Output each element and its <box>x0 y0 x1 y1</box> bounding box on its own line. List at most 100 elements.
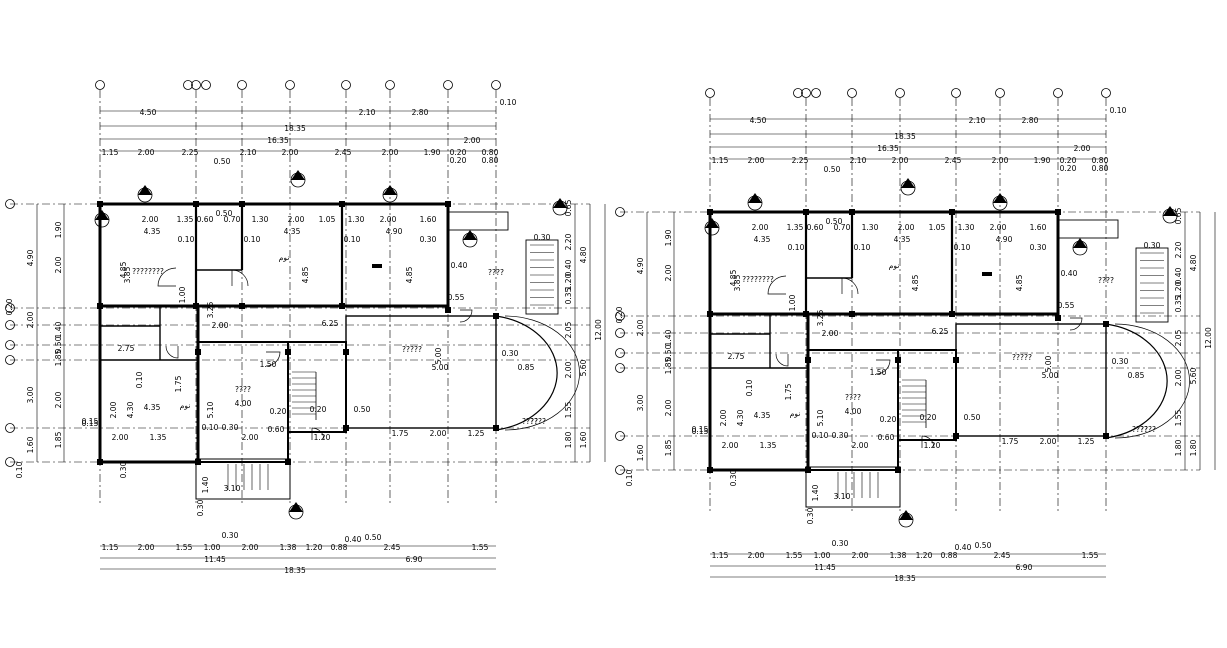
dimension-label: 4.50 <box>140 108 157 117</box>
column-pillar <box>97 201 103 207</box>
room-label: ???????? <box>742 275 774 284</box>
room-label: 2.00 <box>752 223 769 232</box>
dimension-label: 1.85 <box>54 431 63 448</box>
room-label: 6.25 <box>322 319 339 328</box>
room-label: 1.00 <box>788 294 797 311</box>
grid-bubble <box>615 431 625 441</box>
section-marker-arrow <box>1163 206 1177 216</box>
door-swing <box>157 267 177 287</box>
room-dining: 4.005.10????0.200.60 <box>206 385 287 434</box>
dimension-label: 1.90 <box>54 221 63 238</box>
grid-bubble <box>5 423 15 433</box>
room-label: 4.35 <box>284 227 301 236</box>
room-label: 1.75 <box>1002 437 1019 446</box>
dimension-label: 1.20 <box>916 551 933 560</box>
dimension-label: 0.80 <box>1092 156 1109 165</box>
dimension-label: 0.10 <box>625 469 634 486</box>
room-label: 4.35 <box>754 411 771 420</box>
grid-bubble <box>615 348 625 358</box>
dimension-label: 1.38 <box>280 543 297 552</box>
grid-bubble <box>801 88 811 98</box>
dimension-label: 2.00 <box>1074 144 1091 153</box>
dimension-label: 12.00 <box>594 319 603 341</box>
column-pillar <box>339 201 345 207</box>
fixture-symbol <box>372 264 382 268</box>
grid-bubble <box>201 80 211 90</box>
dimension-label: 0.15 <box>82 417 99 426</box>
grid-bubble <box>5 457 15 467</box>
grid-bubble <box>1053 88 1063 98</box>
room-label: ???? <box>845 393 861 402</box>
stair-label: 3.10 <box>224 484 241 493</box>
dimension-label: 1.60 <box>636 444 645 461</box>
misc-label: 0.40 <box>451 261 468 270</box>
column-pillar <box>285 459 291 465</box>
misc-label: 0.85 <box>518 363 535 372</box>
dimension-label: 2.00 <box>564 361 573 378</box>
misc-label: 0.55 <box>1058 301 1075 310</box>
dimension-label: 2.45 <box>945 156 962 165</box>
grid-bubble <box>951 88 961 98</box>
dimension-label: 2.10 <box>969 116 986 125</box>
room-label: 6.25 <box>932 327 949 336</box>
room-label: ????? <box>402 345 422 354</box>
dimension-label: 1.20 <box>1174 281 1183 298</box>
section-marker-arrow <box>899 510 913 520</box>
room-label: 4.00 <box>845 407 862 416</box>
room-label: 2.00 <box>109 401 118 418</box>
room-label: 4.85 <box>405 266 414 283</box>
dimension-label: 1.15 <box>102 543 119 552</box>
misc-label: ???? <box>1140 425 1156 434</box>
grid-bubble <box>491 80 501 90</box>
misc-label: 1.50 <box>260 360 277 369</box>
dimension-label: 1.20 <box>306 543 323 552</box>
dimension-label: 2.00 <box>1174 369 1183 386</box>
dimension-label: 1.55 <box>176 543 193 552</box>
room-label: 0.30 <box>222 423 239 432</box>
room-label: 0.10 <box>344 235 361 244</box>
column-pillar <box>949 311 955 317</box>
column-pillar <box>1103 433 1109 439</box>
column-pillar <box>343 425 349 431</box>
dimension-label: 1.80 <box>564 431 573 448</box>
grid-bubble <box>443 80 453 90</box>
dimension-label: 0.40 <box>955 543 972 552</box>
dimension-label: 1.15 <box>102 148 119 157</box>
dimension-label: 3.00 <box>636 394 645 411</box>
dimension-label: 0.20 <box>450 156 467 165</box>
dimension-label: 11.45 <box>814 563 836 572</box>
column-pillar <box>445 307 451 313</box>
dimension-label: 0.10 <box>1110 106 1127 115</box>
column-pillar <box>849 311 855 317</box>
dimension-label: 0.50 <box>54 336 63 353</box>
dimension-label: 0.20 <box>450 148 467 157</box>
section-marker-arrow <box>95 210 109 220</box>
column-pillar <box>97 459 103 465</box>
dimension-label: 0.20 <box>1060 164 1077 173</box>
dimension-label: 1.15 <box>712 551 729 560</box>
dimension-label: 2.00 <box>892 156 909 165</box>
dimension-label: 2.00 <box>138 148 155 157</box>
dimension-label: 4.80 <box>579 246 588 263</box>
room-label: 0.50 <box>964 413 981 422</box>
grid-bubble <box>847 88 857 98</box>
column-pillar <box>339 303 345 309</box>
column-pillar <box>803 209 809 215</box>
dimension-label: 0.10 <box>500 98 517 107</box>
grid-bubble <box>5 199 15 209</box>
room-label: 0.10 <box>244 235 261 244</box>
room-label: 0.15 <box>82 419 99 428</box>
dimension-label: 18.35 <box>284 566 306 575</box>
column-pillar <box>707 467 713 473</box>
room-label: 1.05 <box>929 223 946 232</box>
misc-label: 2.75 <box>118 344 135 353</box>
grid-bubble <box>95 80 105 90</box>
door-swing <box>1069 317 1083 331</box>
room-label: ???????? <box>132 267 164 276</box>
stair-label: 0.20 <box>310 405 327 414</box>
room-label: 5.00 <box>1044 355 1053 372</box>
room-label: 4.90 <box>996 235 1013 244</box>
dimension-label: 4.90 <box>26 249 35 266</box>
room-label: نوم <box>889 261 900 270</box>
